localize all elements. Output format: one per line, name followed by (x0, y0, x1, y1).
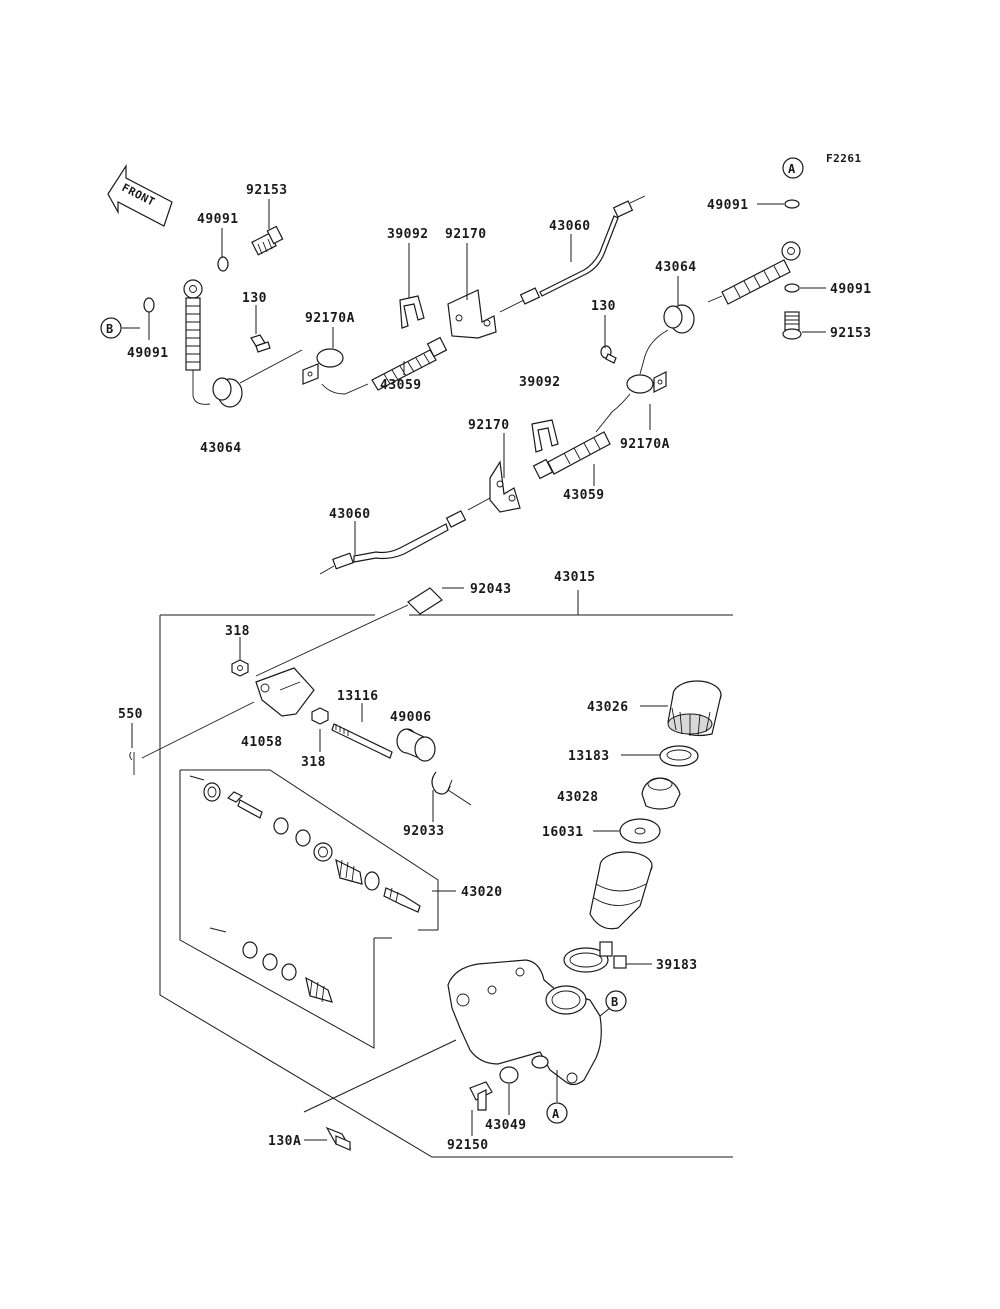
washer-43049 (499, 1066, 519, 1084)
label-49091-right-top: 49091 (707, 198, 749, 213)
label-92153-right: 92153 (830, 326, 872, 341)
label-49091-left-top: 49091 (197, 212, 239, 227)
reservoir-body (589, 851, 653, 930)
washer-49091-left-bot (143, 297, 155, 313)
label-43015: 43015 (554, 570, 596, 585)
bolt-92150 (469, 1081, 493, 1111)
washer-49091-right-mid (784, 283, 800, 293)
label-130A: 130A (268, 1134, 301, 1149)
part-labels: 92153 49091 49091 130 92170A 39092 92170… (118, 183, 872, 1153)
label-43028: 43028 (557, 790, 599, 805)
label-16031: 16031 (542, 825, 584, 840)
label-318-top: 318 (225, 624, 250, 639)
label-92150: 92150 (447, 1138, 489, 1153)
bracket-92170A-left (302, 348, 369, 395)
master-cylinder-frame (159, 590, 733, 1158)
washer-49091-left-top (217, 256, 229, 272)
pushrod-assembly (129, 587, 472, 806)
label-39183: 39183 (656, 958, 698, 973)
label-92170A-right: 92170A (620, 437, 670, 452)
diaphragm-43028 (641, 777, 681, 810)
label-318-bottom: 318 (301, 755, 326, 770)
label-43060-bottom: 43060 (329, 507, 371, 522)
ref-a-letter: A (788, 162, 796, 176)
ref-b-letter: B (611, 995, 619, 1009)
label-39092-middle: 39092 (519, 375, 561, 390)
bolt-92153-left (251, 225, 284, 256)
label-43060-top: 43060 (549, 219, 591, 234)
label-92170A-left: 92170A (305, 311, 355, 326)
label-39092-left: 39092 (387, 227, 429, 242)
bolt-92153-right (782, 311, 802, 340)
clip-39092-right (531, 419, 559, 453)
pipe-43060-top (499, 195, 646, 313)
label-49006: 49006 (390, 710, 432, 725)
diaphragm-plate-13183 (659, 745, 699, 767)
label-43059-middle: 43059 (563, 488, 605, 503)
bolt-130-left (250, 334, 271, 353)
label-92170-left: 92170 (445, 227, 487, 242)
label-13183: 13183 (568, 749, 610, 764)
ref-a-top: A (782, 157, 804, 179)
washer-49091-right-top (784, 199, 800, 209)
ref-a-letter: A (552, 1107, 560, 1121)
label-92043: 92043 (470, 582, 512, 597)
label-92153-left: 92153 (246, 183, 288, 198)
ref-b-cylinder: B (605, 990, 627, 1012)
figure-code: F2261 (826, 152, 862, 165)
bolt-130-right (600, 345, 617, 364)
leader-lines (122, 199, 826, 1141)
front-arrow-icon: FRONT (107, 163, 173, 227)
label-92033: 92033 (403, 824, 445, 839)
ref-a-cylinder: A (546, 1102, 568, 1124)
piston-kit-row-1 (203, 782, 421, 913)
label-92170-middle: 92170 (468, 418, 510, 433)
reservoir-cap-43026 (667, 680, 722, 737)
hose-clamp-39183 (563, 941, 627, 973)
master-cylinder-body (447, 959, 602, 1086)
label-550: 550 (118, 707, 143, 722)
label-130-left: 130 (242, 291, 267, 306)
bracket-92170-left (447, 289, 497, 339)
ref-b-letter: B (106, 322, 114, 336)
label-43049: 43049 (485, 1118, 527, 1133)
label-43020: 43020 (461, 885, 503, 900)
label-43064-left: 43064 (200, 441, 242, 456)
label-49091-right-mid: 49091 (830, 282, 872, 297)
piston-kit-row-2 (242, 941, 333, 1003)
float-16031 (619, 818, 661, 844)
bracket-92170A-right (595, 371, 667, 433)
label-43026: 43026 (587, 700, 629, 715)
label-130-right: 130 (591, 299, 616, 314)
bolt-130A (325, 1126, 352, 1151)
piston-kit-bracket (179, 769, 439, 1049)
label-41058: 41058 (241, 735, 283, 750)
hose-43059-right (532, 431, 611, 480)
label-13116: 13116 (337, 689, 379, 704)
ref-b-left: B (100, 317, 122, 339)
label-43059-left: 43059 (380, 378, 422, 393)
left-cable-assembly (143, 195, 646, 408)
right-cable-assembly (319, 199, 802, 575)
clip-39092-left (399, 295, 425, 329)
bracket-92170-middle (489, 460, 521, 513)
label-49091-left-bot: 49091 (127, 346, 169, 361)
label-43064-right: 43064 (655, 260, 697, 275)
pipe-43060-bottom (319, 497, 491, 575)
